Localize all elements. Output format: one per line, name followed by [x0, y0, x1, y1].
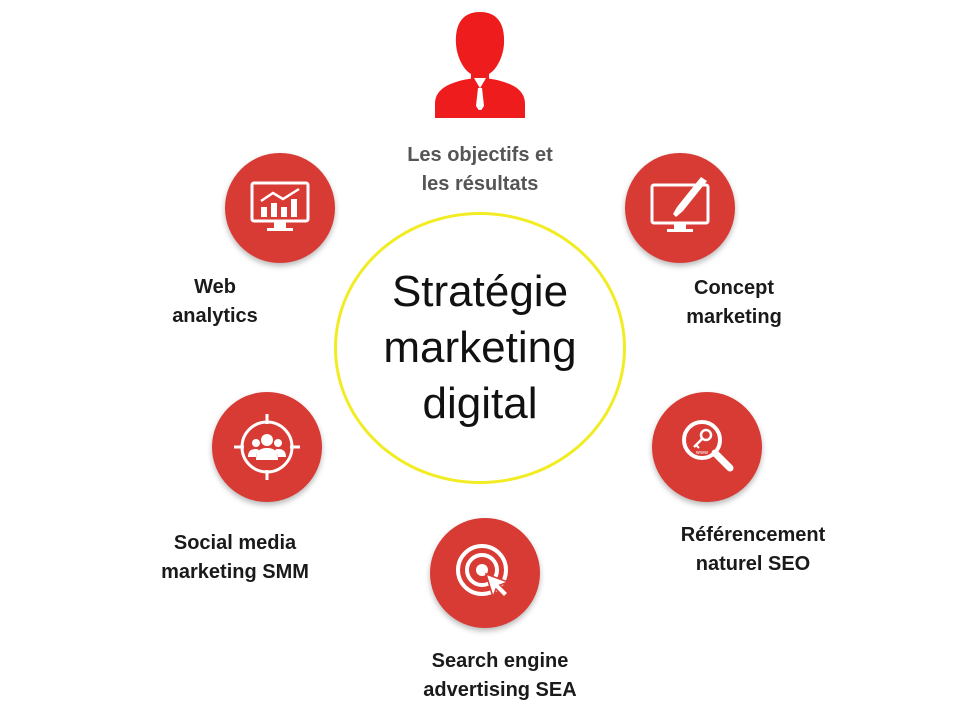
- magnifier-key-icon: www: [682, 420, 734, 472]
- label-smm-line-2: marketing SMM: [161, 561, 309, 583]
- target-cursor-icon: [456, 544, 511, 600]
- node-web-analytics: [225, 153, 335, 263]
- label-concept-line-1: Concept: [694, 277, 774, 299]
- person-icon: [435, 12, 525, 118]
- label-web-analytics: Web analytics: [135, 273, 295, 331]
- center-circle: Stratégie marketing digital: [334, 212, 626, 484]
- node-seo: www: [652, 392, 762, 502]
- label-smm-line-1: Social media: [173, 532, 297, 554]
- node-smm: [212, 392, 322, 502]
- chart-monitor-icon: [250, 181, 310, 231]
- svg-text:www: www: [696, 450, 708, 456]
- label-sea: Search engine advertising SEA: [380, 647, 620, 705]
- label-objectifs-line-1: Les objectifs et: [407, 144, 553, 166]
- label-sea-line-1: Search engine: [431, 650, 569, 672]
- label-seo-line-2: naturel SEO: [695, 553, 811, 575]
- center-title: Stratégie marketing digital: [383, 264, 576, 432]
- node-concept: [625, 153, 735, 263]
- label-smm: Social media marketing SMM: [135, 529, 335, 587]
- label-sea-line-2: advertising SEA: [423, 679, 577, 701]
- label-objectifs-line-2: les résultats: [421, 173, 539, 195]
- node-sea: [430, 518, 540, 628]
- label-seo-line-1: Référencement: [680, 524, 826, 546]
- design-monitor-icon: [650, 177, 710, 232]
- audience-target-icon: [234, 414, 300, 480]
- label-web-analytics-line-1: Web: [194, 276, 236, 298]
- center-title-line-1: Stratégie: [391, 267, 569, 316]
- label-objectifs: Les objectifs et les résultats: [380, 141, 580, 199]
- label-seo: Référencement naturel SEO: [653, 521, 853, 579]
- label-concept: Concept marketing: [654, 274, 814, 332]
- center-title-line-3: digital: [422, 379, 538, 428]
- label-web-analytics-line-2: analytics: [172, 305, 258, 327]
- label-concept-line-2: marketing: [686, 306, 782, 328]
- center-title-line-2: marketing: [383, 323, 577, 372]
